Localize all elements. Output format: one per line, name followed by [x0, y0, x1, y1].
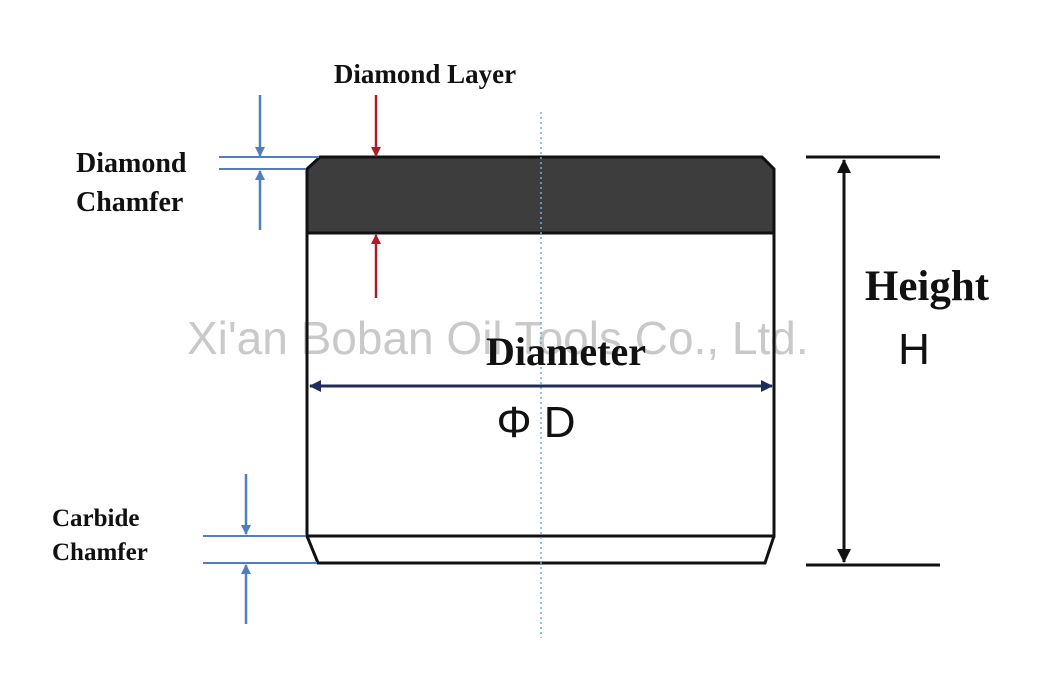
- label-height: Height: [865, 263, 990, 310]
- label-carbide-chamfer-line2: Chamfer: [52, 539, 148, 566]
- watermark-text: Xi'an Boban Oil Tools Co., Ltd.: [187, 312, 809, 364]
- label-carbide-chamfer-line1: Carbide: [52, 505, 140, 532]
- label-diameter-symbol: Φ D: [496, 398, 575, 447]
- label-diamond-layer: Diamond Layer: [334, 59, 516, 89]
- diamond-layer: [305, 155, 776, 235]
- label-height-symbol: H: [898, 325, 930, 374]
- label-diamond-chamfer-line2: Chamfer: [76, 187, 183, 218]
- label-diameter: Diameter: [486, 329, 646, 374]
- label-diamond-chamfer-line1: Diamond: [76, 148, 187, 179]
